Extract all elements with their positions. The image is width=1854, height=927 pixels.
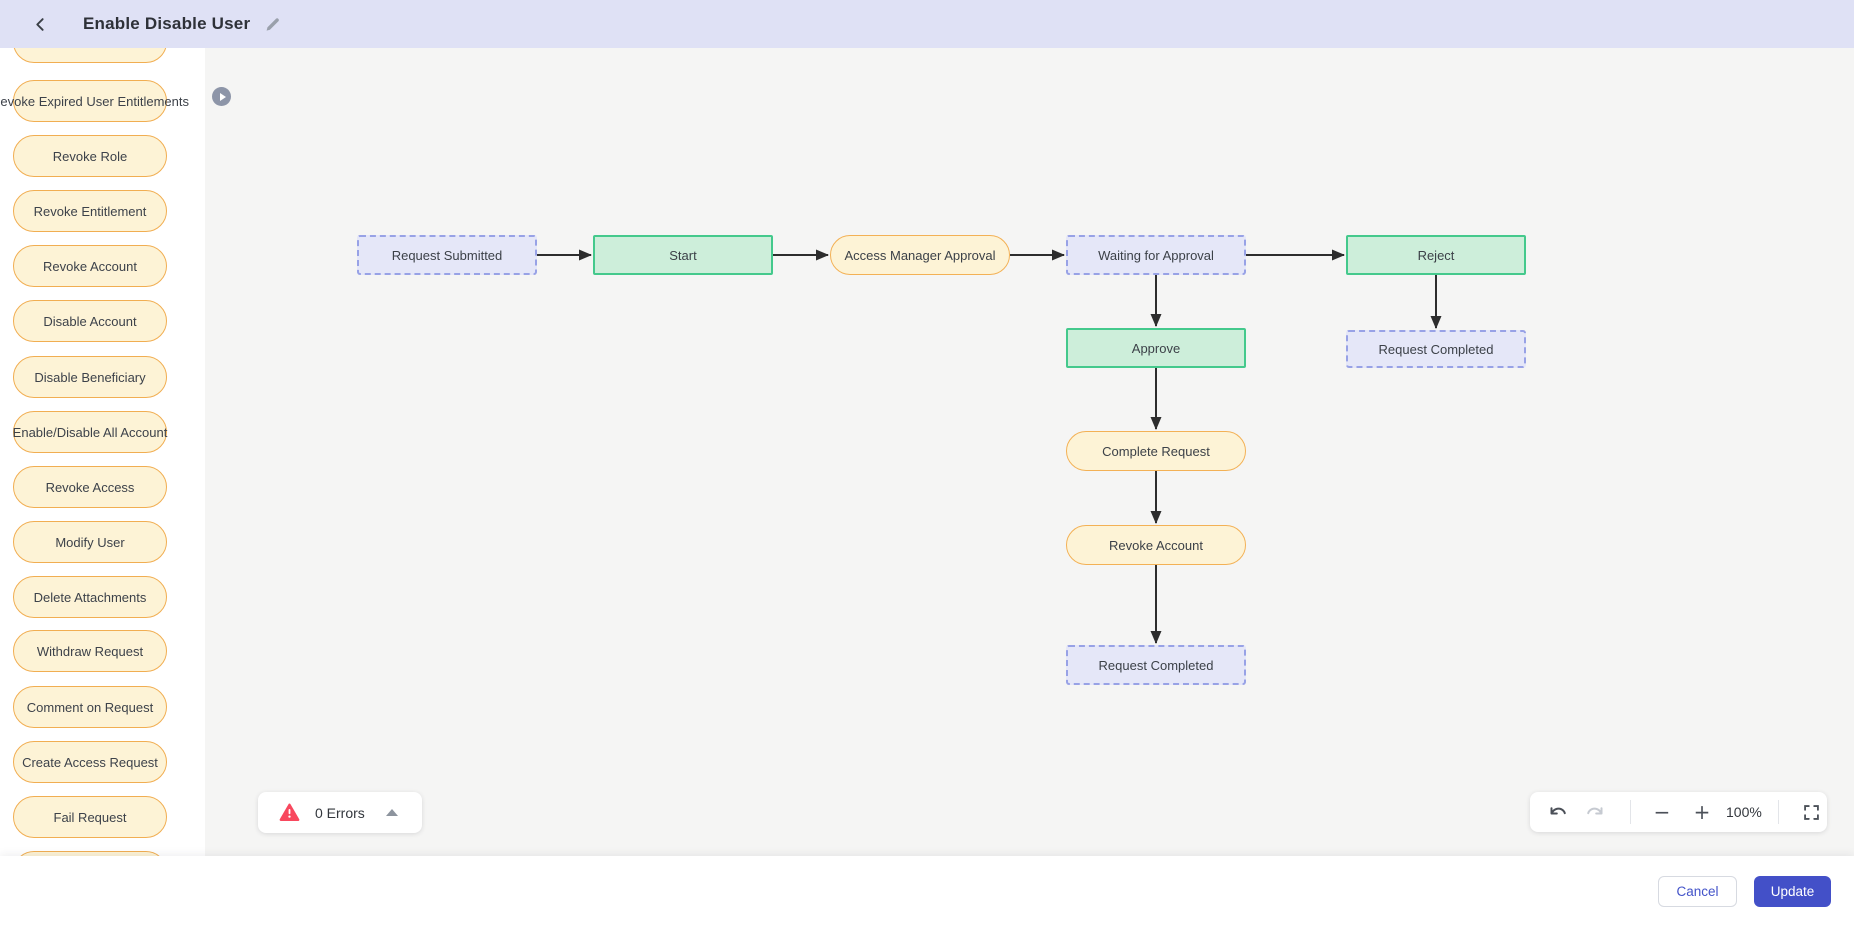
sidebar-action-pill[interactable]: Disable Account (13, 300, 167, 342)
sidebar-action-pill[interactable]: Withdraw Request (13, 630, 167, 672)
fullscreen-corners-icon (1803, 804, 1819, 820)
chevron-left-icon (33, 17, 48, 32)
errors-panel[interactable]: 0 Errors (258, 792, 422, 833)
toolbar-divider (1630, 800, 1631, 824)
view-toolbar: − + 100% (1530, 792, 1827, 832)
sidebar-action-pill[interactable] (13, 48, 167, 63)
errors-count-label: 0 Errors (315, 804, 365, 821)
cancel-button[interactable]: Cancel (1658, 876, 1737, 907)
sidebar-action-pill[interactable]: Create Access Request (13, 741, 167, 783)
toolbar-divider (1777, 800, 1779, 824)
zoom-in-button[interactable]: + (1693, 800, 1711, 824)
sidebar-action-pill[interactable]: Disable Beneficiary (13, 356, 167, 398)
caret-up-icon[interactable] (385, 809, 398, 816)
sidebar-action-pill[interactable]: Fail Request (13, 796, 167, 838)
sidebar-action-pill[interactable]: Delete Attachments (13, 576, 167, 618)
sidebar-action-pill[interactable]: Revoke Role (13, 135, 167, 177)
flow-node-complete-request[interactable]: Complete Request (1066, 431, 1246, 471)
sidebar-action-pill[interactable]: Revoke Entitlement (13, 190, 167, 232)
edit-title-button[interactable] (262, 14, 282, 34)
redo-button[interactable] (1585, 804, 1605, 820)
flow-node-access-manager-approval[interactable]: Access Manager Approval (830, 235, 1010, 275)
update-button[interactable]: Update (1754, 876, 1831, 907)
sidebar-action-pill[interactable]: Revoke Account (13, 245, 167, 287)
flow-node-request-completed-final[interactable]: Request Completed (1066, 645, 1246, 685)
redo-icon (1585, 804, 1605, 820)
back-button[interactable] (30, 14, 50, 34)
flow-node-approve[interactable]: Approve (1066, 328, 1246, 368)
flow-node-revoke-account[interactable]: Revoke Account (1066, 525, 1246, 565)
fullscreen-button[interactable] (1803, 804, 1819, 820)
sidebar-action-pill[interactable]: Revoke Access (13, 466, 167, 508)
footer-bar: Cancel Update (0, 856, 1854, 927)
warning-triangle-icon (279, 803, 300, 822)
flow-node-request-completed-reject[interactable]: Request Completed (1346, 330, 1526, 368)
sidebar-expand-button[interactable] (212, 87, 231, 106)
sidebar-action-pill[interactable]: Revoke Expired User Entitlements (0, 80, 189, 122)
sidebar-action-pill[interactable]: Modify User (13, 521, 167, 563)
sidebar-action-pill[interactable]: Enable/Disable All Account (13, 411, 167, 453)
header: Enable Disable User (0, 0, 1854, 48)
sidebar-action-pill[interactable]: Comment on Request (13, 686, 167, 728)
zoom-out-button[interactable]: − (1653, 800, 1671, 824)
flow-node-waiting-for-approval[interactable]: Waiting for Approval (1066, 235, 1246, 275)
undo-button[interactable] (1548, 804, 1568, 820)
pencil-icon (264, 16, 281, 33)
page-title: Enable Disable User (83, 14, 251, 33)
zoom-level: 100% (1726, 804, 1762, 820)
flow-node-start[interactable]: Start (593, 235, 773, 275)
play-icon (219, 92, 226, 101)
undo-icon (1548, 804, 1568, 820)
flow-node-request-submitted[interactable]: Request Submitted (357, 235, 537, 275)
flow-node-reject[interactable]: Reject (1346, 235, 1526, 275)
